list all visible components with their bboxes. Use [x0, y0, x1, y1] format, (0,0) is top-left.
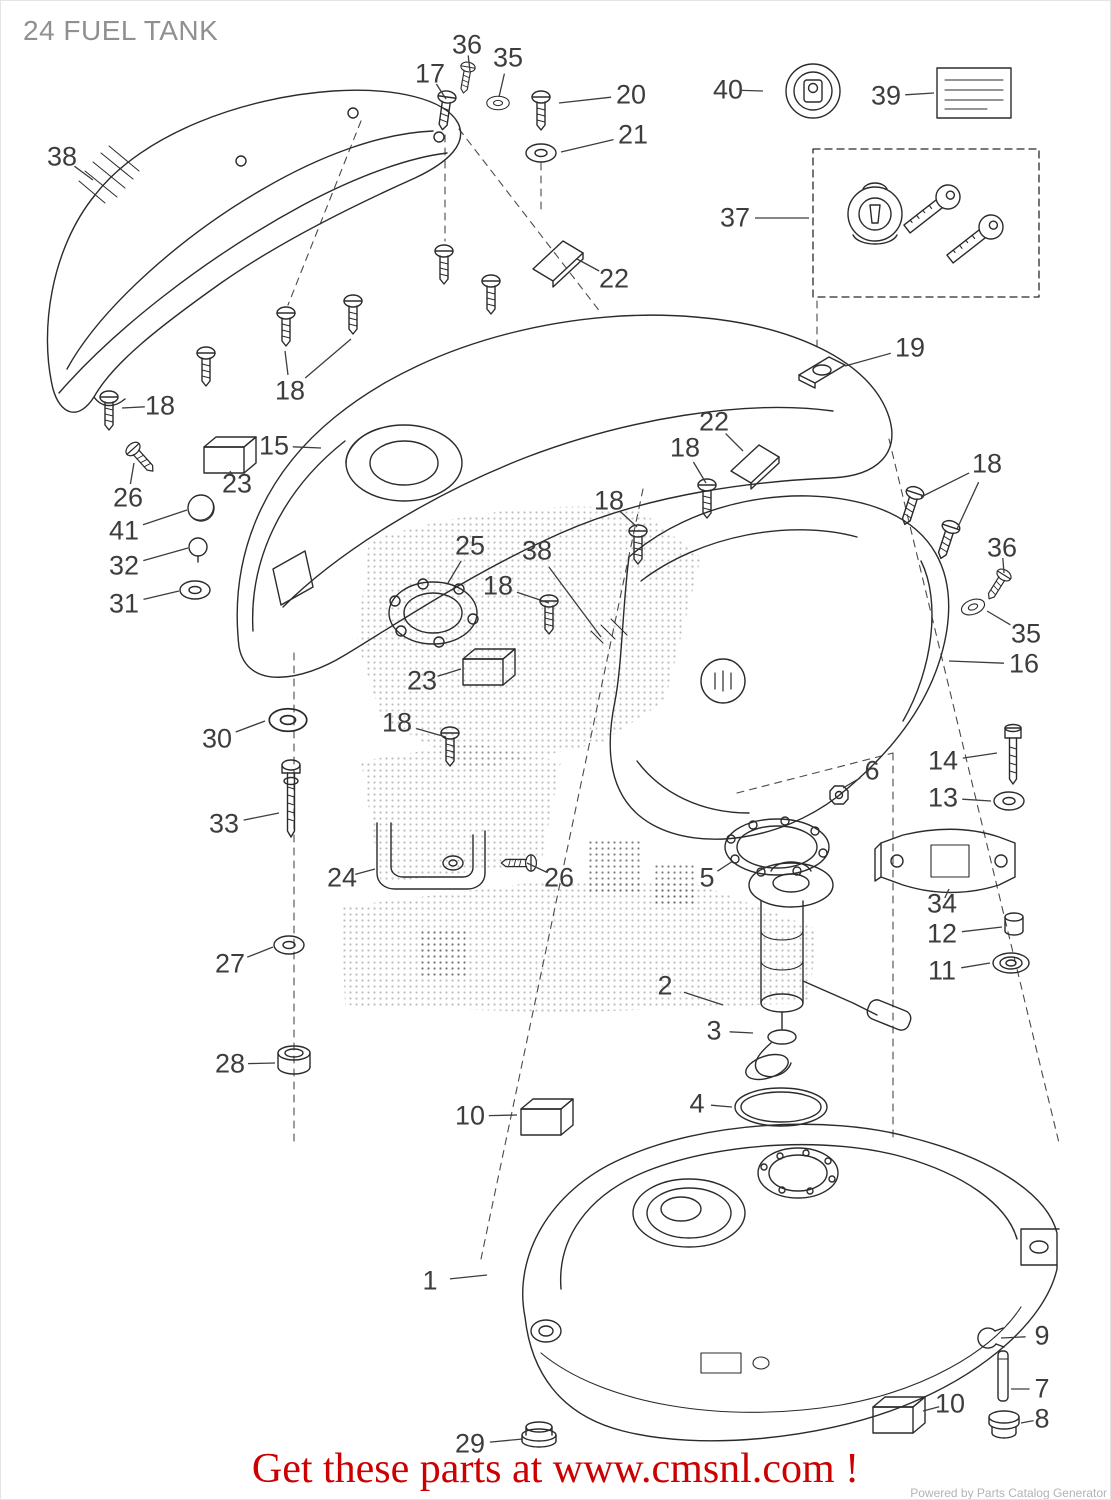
- part-callout-18[interactable]: 18: [274, 375, 306, 406]
- footer-shop-link[interactable]: Get these parts at www.cmsnl.com !: [251, 1446, 860, 1492]
- part-callout-13[interactable]: 13: [927, 782, 959, 813]
- part-callout-18[interactable]: 18: [381, 707, 413, 738]
- part-callout-31[interactable]: 31: [108, 588, 140, 619]
- part-callout-5[interactable]: 5: [699, 862, 715, 893]
- part-callout-41[interactable]: 41: [108, 515, 140, 546]
- part-callout-35[interactable]: 35: [1010, 618, 1042, 649]
- part-callout-20[interactable]: 20: [615, 79, 647, 110]
- part-callout-10[interactable]: 10: [934, 1388, 966, 1419]
- part-callout-11[interactable]: 11: [927, 955, 957, 986]
- part-callout-4[interactable]: 4: [689, 1088, 705, 1119]
- part-callout-10[interactable]: 10: [454, 1100, 486, 1131]
- part-callout-40[interactable]: 40: [712, 74, 744, 105]
- part-callout-3[interactable]: 3: [706, 1015, 722, 1046]
- part-callout-39[interactable]: 39: [870, 80, 902, 111]
- part-callout-16[interactable]: 16: [1008, 648, 1040, 679]
- part-callout-19[interactable]: 19: [894, 332, 926, 363]
- part-callout-25[interactable]: 25: [454, 530, 486, 561]
- part-callout-28[interactable]: 28: [214, 1048, 246, 1079]
- part-callout-36[interactable]: 36: [451, 29, 483, 60]
- part-callout-7[interactable]: 7: [1034, 1373, 1050, 1404]
- part-callout-38[interactable]: 38: [46, 141, 78, 172]
- part-callout-33[interactable]: 33: [208, 808, 240, 839]
- part-callout-6[interactable]: 6: [864, 755, 880, 786]
- part-callout-26[interactable]: 26: [112, 482, 144, 513]
- part-callout-18[interactable]: 18: [669, 432, 701, 463]
- part-callout-26[interactable]: 26: [543, 862, 575, 893]
- part-callout-29[interactable]: 29: [454, 1428, 486, 1459]
- part-callout-23[interactable]: 23: [406, 665, 438, 696]
- part-callout-17[interactable]: 17: [414, 58, 446, 89]
- part-callout-38[interactable]: 38: [521, 535, 553, 566]
- page-title: 24 FUEL TANK: [23, 15, 219, 46]
- part-callout-18[interactable]: 18: [482, 570, 514, 601]
- part-callout-23[interactable]: 23: [221, 468, 253, 499]
- part-callout-24[interactable]: 24: [326, 862, 358, 893]
- part-callout-22[interactable]: 22: [598, 263, 630, 294]
- part-callout-1[interactable]: 1: [422, 1265, 438, 1296]
- part-callout-30[interactable]: 30: [201, 723, 233, 754]
- part-callout-18[interactable]: 18: [144, 390, 176, 421]
- part-callout-27[interactable]: 27: [214, 948, 246, 979]
- part-callout-18[interactable]: 18: [971, 448, 1003, 479]
- part-callout-2[interactable]: 2: [657, 970, 673, 1001]
- part-callout-22[interactable]: 22: [698, 406, 730, 437]
- part-callout-8[interactable]: 8: [1034, 1403, 1050, 1434]
- part-callout-36[interactable]: 36: [986, 532, 1018, 563]
- part-callout-32[interactable]: 32: [108, 550, 140, 581]
- part-callout-18[interactable]: 18: [593, 485, 625, 516]
- powered-by-credit: Powered by Parts Catalog Generator: [910, 1486, 1107, 1500]
- part-callout-12[interactable]: 12: [926, 918, 958, 949]
- part-callout-21[interactable]: 21: [617, 119, 649, 150]
- part-callout-9[interactable]: 9: [1034, 1320, 1050, 1351]
- part-callout-35[interactable]: 35: [492, 42, 524, 73]
- part-callout-37[interactable]: 37: [719, 202, 751, 233]
- part-callout-15[interactable]: 15: [258, 430, 290, 461]
- part-callout-34[interactable]: 34: [926, 888, 958, 919]
- part-callout-14[interactable]: 14: [927, 745, 959, 776]
